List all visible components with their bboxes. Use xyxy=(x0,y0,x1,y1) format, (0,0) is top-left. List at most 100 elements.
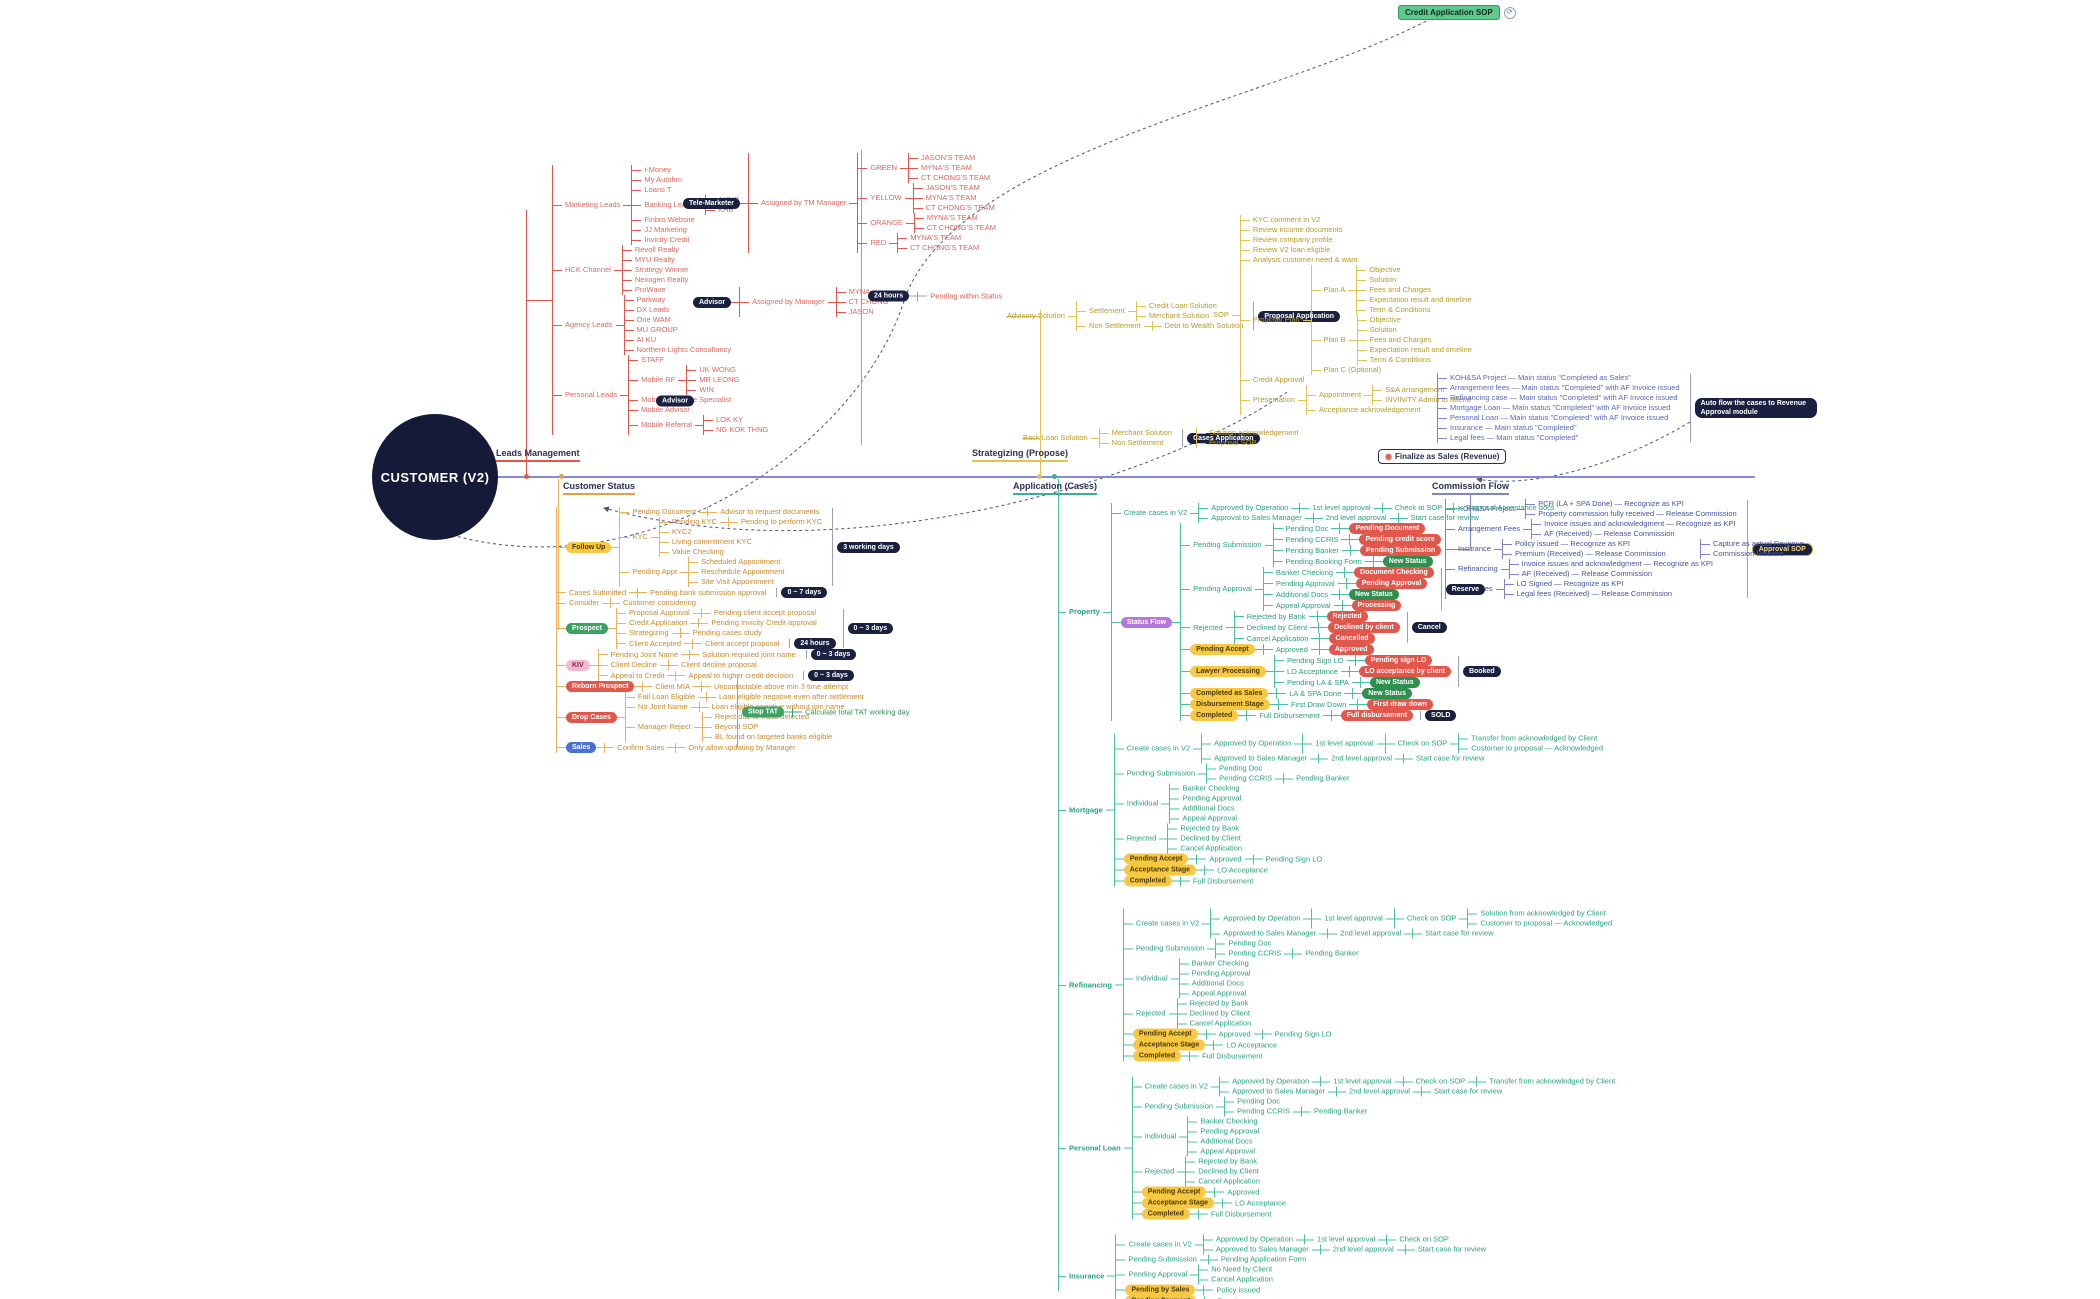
node-lo-acceptance-by-client[interactable]: LO acceptance by client xyxy=(1358,666,1451,677)
node-property-commission-fully-received-release-commission[interactable]: Property commission fully received — Rel… xyxy=(1538,509,1737,518)
node-sop[interactable]: SOP xyxy=(1213,310,1229,319)
node-approval-to-sales-manager[interactable]: Approval to Sales Manager xyxy=(1211,513,1302,522)
node-advisor-to-request-documents[interactable]: Advisor to request documents xyxy=(720,507,820,516)
node-manager-reject[interactable]: Manager Reject xyxy=(637,722,691,731)
node-banker-checking[interactable]: Banker Checking xyxy=(1191,958,1249,968)
node-credit-application[interactable]: Credit Application xyxy=(628,618,688,627)
node-myna-s-team[interactable]: MYNA'S TEAM xyxy=(910,233,962,242)
branch-application-cases[interactable]: Application (Cases) xyxy=(1013,481,1098,495)
node-i-money[interactable]: i-Money xyxy=(644,165,672,174)
node-full-disbursement[interactable]: Full Disbursement xyxy=(1259,710,1320,720)
node-create-cases-in-v2[interactable]: Create cases in V2 xyxy=(1144,1081,1209,1091)
node-cancel-application[interactable]: Cancel Application xyxy=(1189,1018,1252,1028)
node-pending-booking-form[interactable]: Pending Booking Form xyxy=(1285,556,1362,566)
node-1st-level-approval[interactable]: 1st level approval xyxy=(1316,1234,1376,1244)
node-insurance[interactable]: Insurance xyxy=(1069,1271,1105,1280)
node-policy-issued-recognize-as-kpi[interactable]: Policy issued — Recognize as KPI xyxy=(1514,539,1630,548)
node-ct-chong-s-team[interactable]: CT CHONG'S TEAM xyxy=(921,173,991,182)
node-0-3-days[interactable]: 0 ~ 3 days xyxy=(808,670,854,681)
branch-commission-flow[interactable]: Commission Flow xyxy=(1432,481,1510,495)
node-auto-flow-the-cases-to-revenue-approval-module[interactable]: Auto flow the cases to Revenue Approval … xyxy=(1694,398,1817,418)
node-client-mia[interactable]: Client MIA xyxy=(655,681,690,691)
node-property[interactable]: Property xyxy=(1069,607,1100,616)
node-acceptance-stage[interactable]: Acceptance Stage xyxy=(1132,1039,1206,1051)
node-appeal-to-credit[interactable]: Appeal to Credit xyxy=(610,670,665,680)
node-pending-submission[interactable]: Pending Submission xyxy=(1193,540,1262,549)
node-pending-doc[interactable]: Pending Doc xyxy=(1228,938,1272,948)
node-lo-acceptance[interactable]: LO Acceptance xyxy=(1217,865,1268,874)
node-start-case-for-review[interactable]: Start case for review xyxy=(1417,1244,1487,1254)
node-uk-wong[interactable]: UK WONG xyxy=(699,365,736,374)
node-follow-up[interactable]: Follow Up xyxy=(566,541,612,553)
node-pending-kyc[interactable]: Pending KYC xyxy=(671,517,717,526)
central-topic[interactable]: CUSTOMER (V2) xyxy=(372,414,498,540)
node-pending-submission[interactable]: Pending Submission xyxy=(1135,943,1205,953)
node-customer-to-proposal-acknowledged[interactable]: Customer to proposal — Acknowledged xyxy=(1471,743,1603,753)
node-yellow[interactable]: YELLOW xyxy=(870,193,902,202)
refresh-icon[interactable]: ⟳ xyxy=(1503,6,1516,19)
node-cancelled[interactable]: Cancelled xyxy=(1329,633,1375,644)
node-approved[interactable]: Approved xyxy=(1275,644,1308,654)
node-mortgage-loan-main-status-completed-with-af-invoice-issued[interactable]: Mortgage Loan — Main status "Completed" … xyxy=(1450,403,1671,412)
node-pending-la-spa[interactable]: Pending LA & SPA xyxy=(1286,677,1349,687)
node-rejected-by-bank[interactable]: Rejected by Bank xyxy=(1246,611,1306,621)
node-approved[interactable]: Approved xyxy=(1209,854,1242,863)
node-tele-marketer[interactable]: Tele-Marketer xyxy=(683,197,741,209)
node-legal-fees-main-status-completed[interactable]: Legal fees — Main status "Completed" xyxy=(1450,433,1579,442)
node-cancel[interactable]: Cancel xyxy=(1411,622,1447,633)
node-ct-chong-s-team[interactable]: CT CHONG'S TEAM xyxy=(910,243,980,252)
node-credit-approval[interactable]: Credit Approval xyxy=(1252,375,1305,384)
node-2nd-level-approval[interactable]: 2nd level approval xyxy=(1325,513,1387,522)
node-3-working-days[interactable]: 3 working days xyxy=(837,541,900,553)
node-booked[interactable]: Booked xyxy=(1462,666,1501,677)
node-rejected-by-bank[interactable]: Rejected by Bank xyxy=(1189,998,1249,1008)
node-0-3-days[interactable]: 0 ~ 3 days xyxy=(810,649,857,660)
node-approved-to-sales-manager[interactable]: Approved to Sales Manager xyxy=(1214,753,1308,763)
node-24-hours[interactable]: 24 hours xyxy=(868,290,910,302)
node-client-accept-proposal[interactable]: Client accept proposal xyxy=(705,638,780,648)
node-appeal-approval[interactable]: Appeal Approval xyxy=(1191,988,1247,998)
node-pending-sign-lo[interactable]: Pending Sign LO xyxy=(1274,1029,1332,1038)
node-policy-issued[interactable]: Policy issued xyxy=(1216,1285,1261,1294)
node-ct-chong[interactable]: CT CHONG xyxy=(848,297,889,306)
node-rejected[interactable]: Rejected xyxy=(1326,611,1368,622)
node-ai-ku[interactable]: AI KU xyxy=(636,335,657,344)
node-start-case-for-review[interactable]: Start case for review xyxy=(1433,1086,1503,1096)
node-s-a-arrangement[interactable]: S&A arrangement xyxy=(1385,385,1445,394)
node-appeal-to-higher-credit-decision[interactable]: Appeal to higher credit decision xyxy=(688,670,794,680)
node-merchant-solution[interactable]: Merchant Solution xyxy=(1148,311,1210,320)
node-calculate-total-tat-working-day[interactable]: Calculate total TAT working day xyxy=(805,707,910,716)
node-pending-approval[interactable]: Pending Approval xyxy=(1355,578,1428,589)
node-check-at-sop[interactable]: Check at SOP xyxy=(1394,503,1443,512)
node-proposal-acceptance-docs[interactable]: Proposal Acceptance docs xyxy=(1466,503,1555,512)
node-credit-loan-solution[interactable]: Credit Loan Solution xyxy=(1148,301,1217,310)
node-new-status[interactable]: New Status xyxy=(1362,688,1412,699)
node-completed[interactable]: Completed xyxy=(1123,875,1172,887)
node-check-on-sop[interactable]: Check on SOP xyxy=(1397,738,1448,748)
node-full-disbursement[interactable]: Full Disbursement xyxy=(1192,876,1254,885)
node-pending-approval[interactable]: Pending Approval xyxy=(1200,1126,1260,1136)
node-no-need-by-client[interactable]: No Need by Client xyxy=(1211,1264,1273,1274)
node-pending-ccris[interactable]: Pending CCRIS xyxy=(1228,948,1282,958)
node-pending-accept[interactable]: Pending Accept xyxy=(1123,853,1189,865)
node-pending-sign-lo[interactable]: Pending Sign LO xyxy=(1265,854,1323,863)
node-settlement[interactable]: Settlement xyxy=(1088,306,1125,315)
node-proposal-approval[interactable]: Proposal Approval xyxy=(628,608,690,617)
branch-strategizing[interactable]: Strategizing (Propose) xyxy=(972,448,1069,462)
node-0-3-days[interactable]: 0 ~ 3 days xyxy=(847,623,894,634)
node-pending-approval[interactable]: Pending Approval xyxy=(1128,1269,1188,1279)
node-dx-leads[interactable]: DX Leads xyxy=(636,305,670,314)
node-myna-s-team[interactable]: MYNA'S TEAM xyxy=(925,193,977,202)
node-review-v2-loan-eligible[interactable]: Review V2 loan eligible xyxy=(1252,245,1331,254)
node-transfer-from-acknowledged-by-client[interactable]: Transfer from acknowledged by Client xyxy=(1471,733,1598,743)
branch-leads-management[interactable]: Leads Management xyxy=(496,448,580,462)
node-personal-leads[interactable]: Personal Leads xyxy=(565,390,618,399)
node-individual[interactable]: Individual xyxy=(1126,798,1159,808)
node-bl-found-on-targeted-banks-eligible[interactable]: BL found on targeted banks eligible xyxy=(714,732,833,741)
node-create-cases-in-v2[interactable]: Create cases in V2 xyxy=(1126,743,1191,753)
node-proposal-application[interactable]: Proposal Application xyxy=(1258,310,1341,322)
node-2nd-level-approval[interactable]: 2nd level approval xyxy=(1340,928,1402,938)
node-term-conditions[interactable]: Term & Conditions xyxy=(1369,305,1431,314)
node-mobile-advisor[interactable]: Mobile Advisor xyxy=(641,405,690,414)
node-completed-as-sales[interactable]: Completed as Sales xyxy=(1190,688,1269,699)
